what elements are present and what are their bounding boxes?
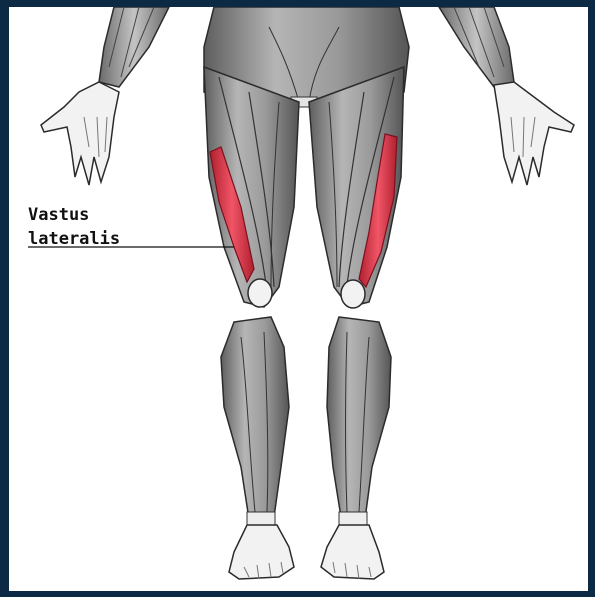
left-lower-leg <box>221 317 289 519</box>
left-patella <box>248 279 272 307</box>
left-foot <box>229 525 294 579</box>
left-hand <box>41 82 119 185</box>
right-hand <box>494 82 574 185</box>
right-patella <box>341 280 365 308</box>
callout-label-line1: Vastus <box>28 203 120 227</box>
anatomy-illustration <box>9 7 588 591</box>
left-forearm <box>99 7 169 87</box>
anatomy-canvas: Vastus lateralis <box>9 7 588 591</box>
callout-label-line2: lateralis <box>28 227 120 251</box>
right-foot <box>321 525 384 579</box>
callout-label: Vastus lateralis <box>28 203 120 251</box>
right-lower-leg <box>327 317 391 519</box>
right-forearm <box>439 7 514 87</box>
